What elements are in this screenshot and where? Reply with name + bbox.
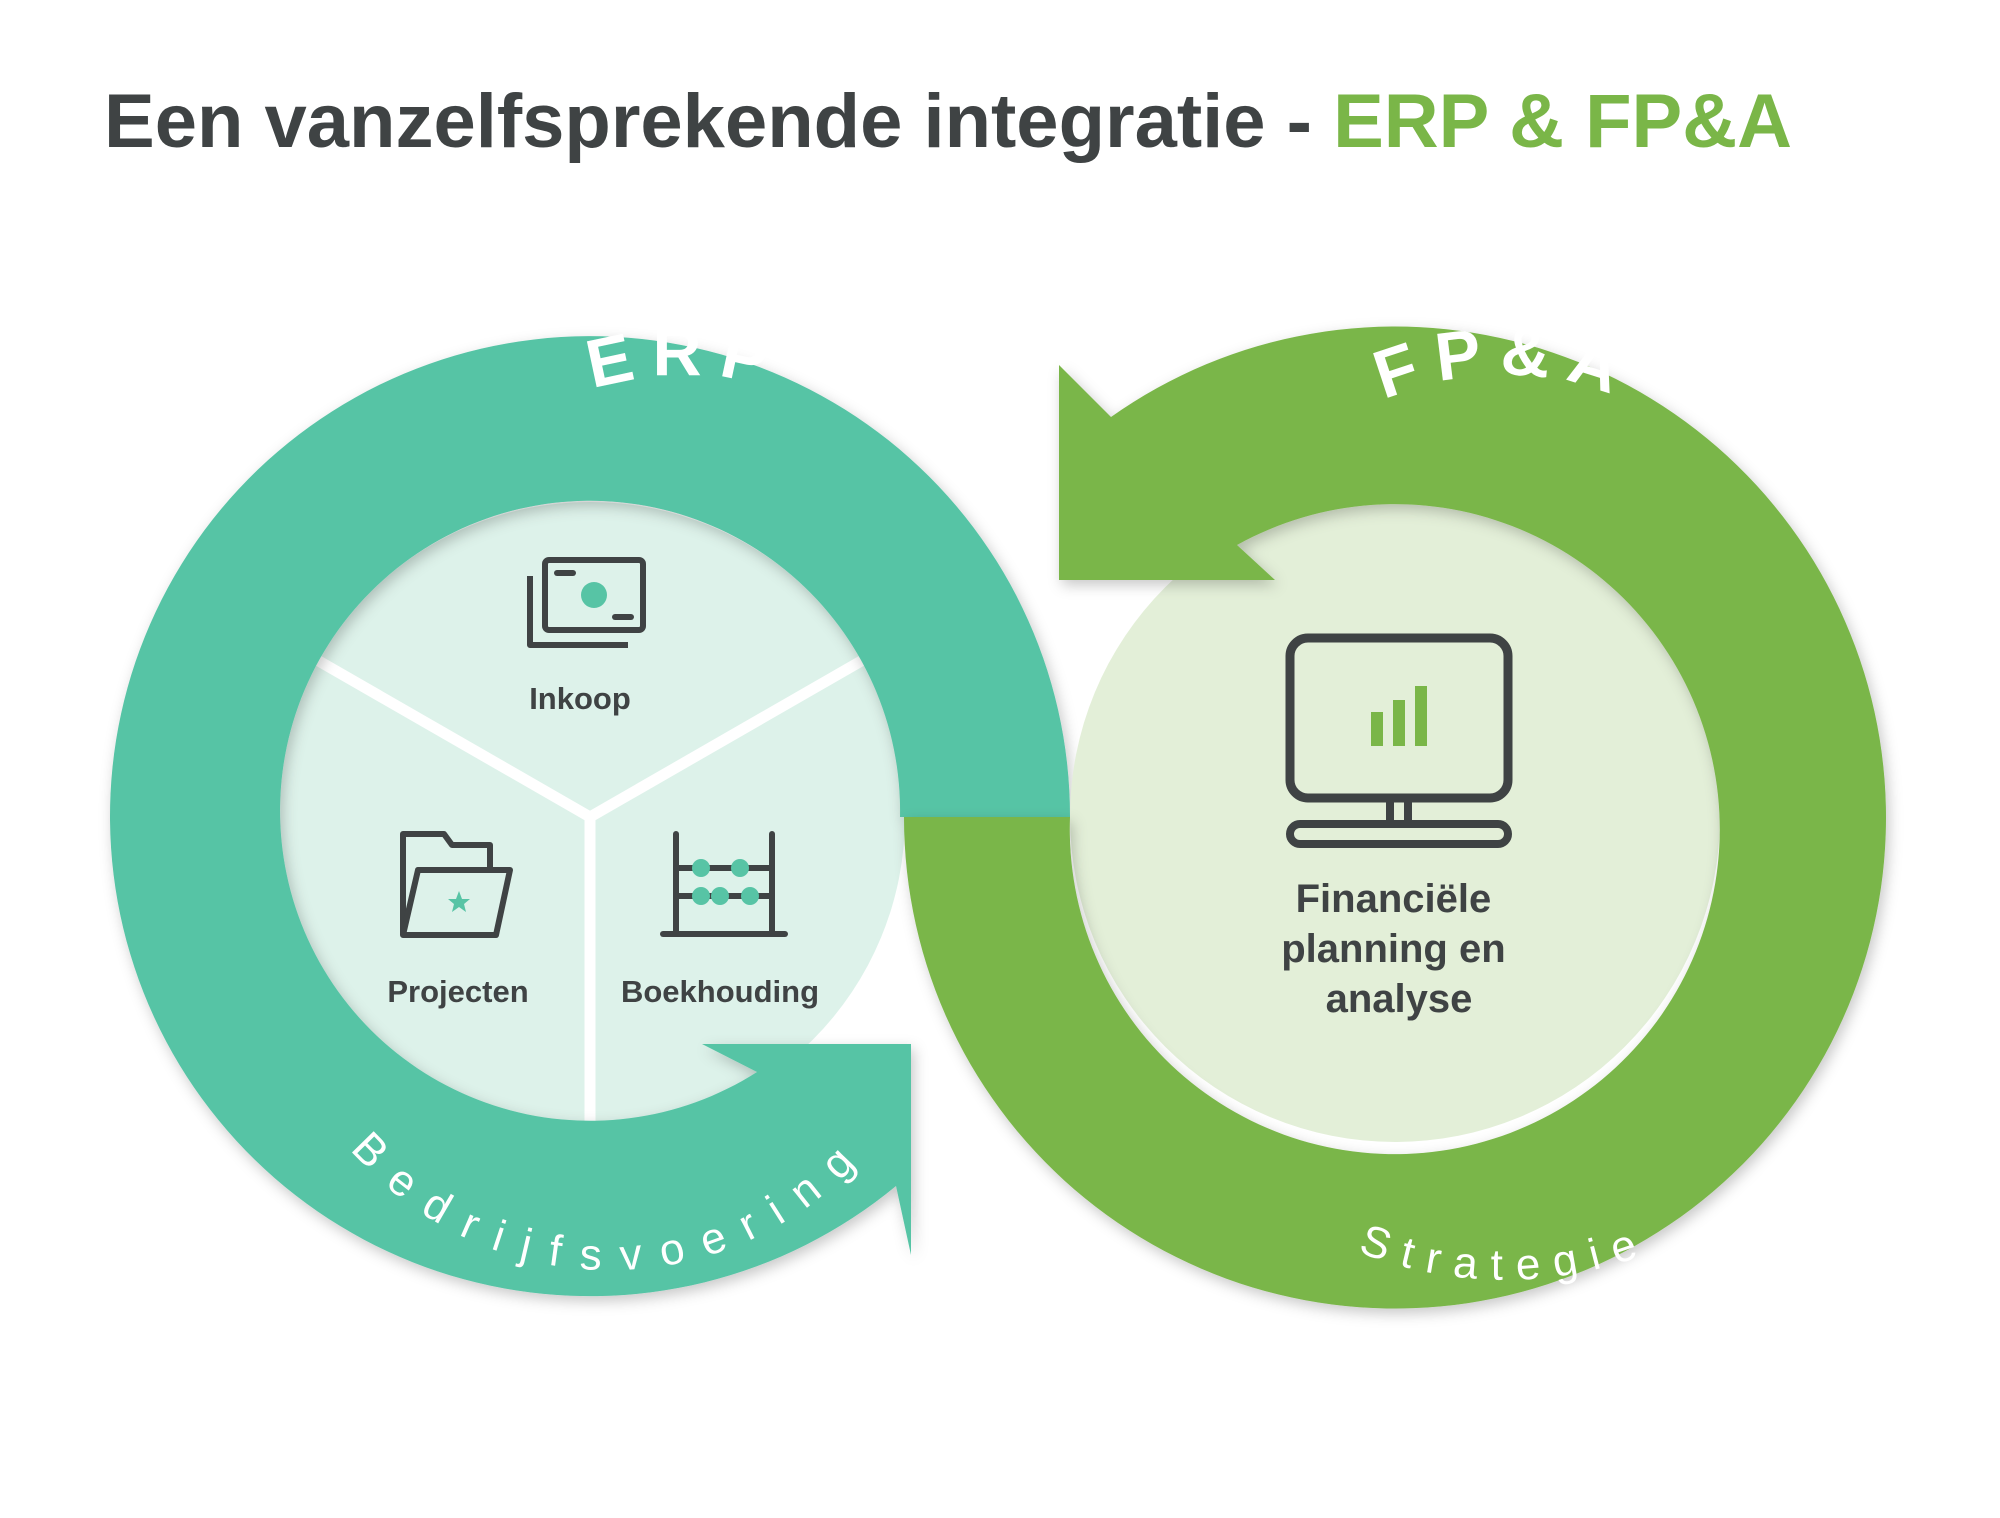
erp-cycle — [110, 336, 1071, 1297]
fpa-center-line-1: Financiële — [1296, 877, 1492, 921]
title-main: Een vanzelfsprekende integratie - — [104, 79, 1334, 164]
fpa-center-line-3: analyse — [1326, 977, 1473, 1021]
segment-label-inkoop: Inkoop — [529, 681, 631, 716]
page-title: Een vanzelfsprekende integratie - ERP & … — [104, 80, 1792, 164]
title-accent: ERP & FP&A — [1333, 79, 1792, 164]
abacus-icon — [660, 831, 788, 937]
monitor-bar-chart-icon — [1285, 633, 1513, 848]
segment-label-boekhouding: Boekhouding — [621, 974, 819, 1009]
erp-segment-inkoop: Inkoop — [527, 557, 646, 716]
erp-segment-boekhouding: Boekhouding — [621, 831, 819, 1009]
segment-label-projecten: Projecten — [387, 974, 528, 1009]
fpa-cycle — [903, 326, 1886, 1309]
erp-segment-projecten: Projecten — [387, 831, 529, 1009]
fpa-ring-arrow — [903, 326, 1886, 1309]
erp-ring-title: ERP — [580, 314, 791, 403]
fpa-center-line-2: planning en — [1281, 927, 1505, 971]
erp-segment-dividers — [314, 655, 866, 1132]
cash-stack-icon — [527, 557, 646, 648]
erp-ring-arrow — [110, 336, 1071, 1297]
fpa-inner-disc — [1070, 492, 1720, 1142]
folder-star-icon — [400, 831, 513, 938]
fpa-center: Financiële planning en analyse — [1281, 633, 1517, 1021]
fpa-center-label: Financiële planning en analyse — [1281, 877, 1517, 1021]
